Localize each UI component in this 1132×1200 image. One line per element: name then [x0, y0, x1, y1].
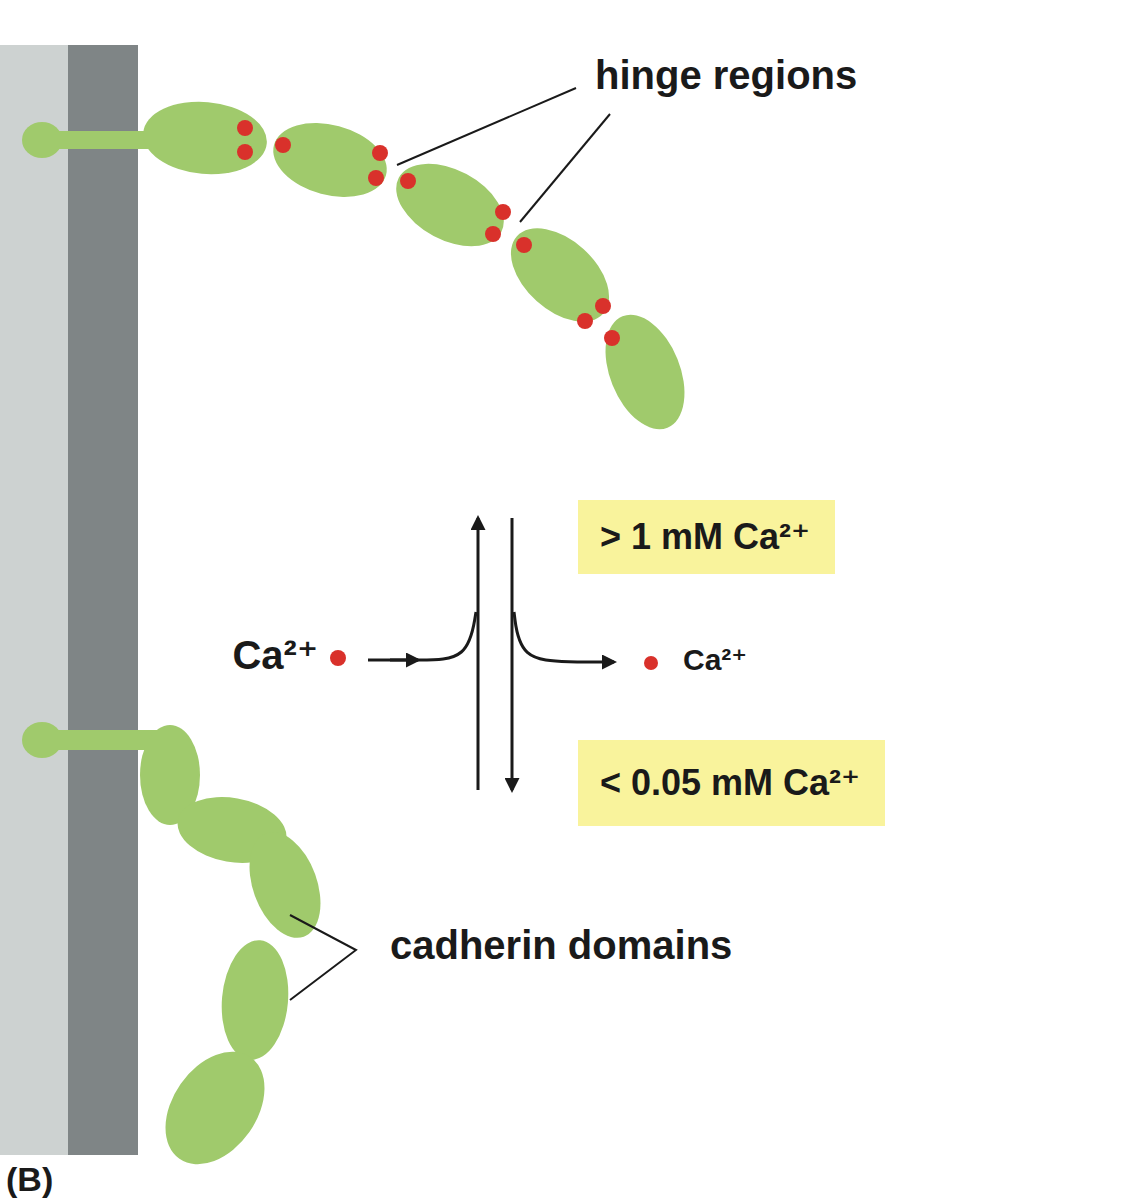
- reaction-arrow: [514, 612, 614, 662]
- ion-label: Ca²⁺: [683, 643, 747, 678]
- part-label: hinge regions: [595, 52, 857, 98]
- reaction-arrow: [368, 612, 476, 660]
- calcium-ions-bound: [237, 120, 620, 346]
- panel-letter: (B): [6, 1160, 53, 1199]
- condition-text: < 0.05 mM Ca²⁺: [600, 762, 863, 803]
- ion-label: Ca²⁺: [232, 632, 318, 678]
- part-label: cadherin domains: [390, 922, 732, 968]
- membrane-inner: [68, 45, 138, 1155]
- reaction-arrow: [511, 518, 514, 790]
- leader-lines: [290, 88, 610, 1000]
- condition-box: < 0.05 mM Ca²⁺: [578, 740, 885, 826]
- reaction-arrow: [477, 518, 480, 790]
- condition-box: > 1 mM Ca²⁺: [578, 500, 835, 574]
- membrane-outer: [0, 45, 68, 1155]
- reaction-arrow: [390, 659, 418, 662]
- calcium-ions-free: [330, 650, 658, 670]
- cadherin-extended: [22, 97, 700, 441]
- condition-text: > 1 mM Ca²⁺: [600, 516, 813, 557]
- cadherin-collapsed: [22, 722, 334, 1183]
